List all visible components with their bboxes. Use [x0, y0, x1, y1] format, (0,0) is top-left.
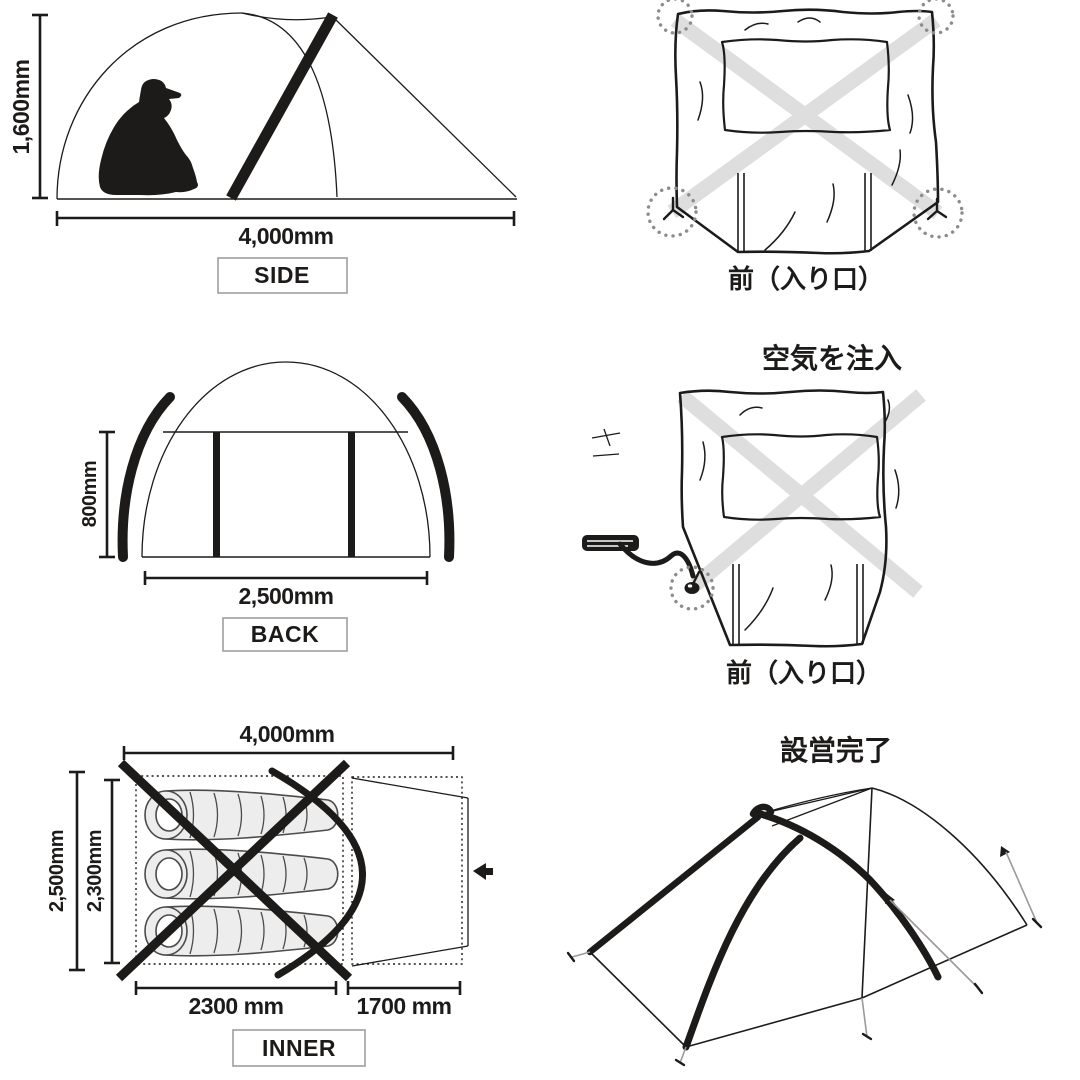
- fabric-wrinkles: [697, 17, 914, 251]
- inflate-title: 空気を注入: [762, 342, 902, 374]
- stake-point-circles: [646, 0, 964, 239]
- back-caption-box: BACK: [222, 617, 348, 652]
- air-pump-icon: [582, 427, 696, 579]
- back-width-label: 2,500mm: [239, 583, 334, 609]
- inflate-step-panel: 空気を注入: [582, 342, 926, 688]
- side-height-dimension: 1,600mm: [8, 13, 48, 200]
- valve-icon: [669, 565, 715, 611]
- back-tent-drawing: [117, 361, 455, 562]
- back-caption: BACK: [251, 621, 319, 647]
- cross-no-mark: [115, 759, 353, 982]
- side-height-label: 1,600mm: [8, 59, 34, 154]
- person-silhouette: [98, 79, 198, 196]
- front-hoop-tube: [753, 809, 942, 981]
- back-height-label: 800mm: [79, 461, 101, 527]
- fabric-wrinkles: [699, 399, 900, 631]
- back-height-dimension: 800mm: [79, 430, 115, 559]
- complete-step-panel: 設営完了: [566, 734, 1043, 1067]
- air-tube-left: [117, 392, 175, 562]
- tent-groundsheet-outline: [678, 389, 888, 648]
- back-width-dimension: 2,500mm: [143, 571, 429, 609]
- inner-outer-depth-label: 2,500mm: [46, 830, 68, 912]
- inner-total-width-dimension: 4,000mm: [122, 721, 455, 760]
- inner-width-label: 2300 mm: [189, 993, 284, 1019]
- inner-caption: INNER: [262, 1035, 336, 1061]
- door-posts: [732, 564, 864, 644]
- back-view-panel: 800mm 2,500mm BACK: [79, 361, 455, 652]
- side-view-panel: 1,600mm 4,000mm SIDE: [8, 12, 517, 294]
- door-posts: [737, 173, 872, 251]
- side-width-dimension: 4,000mm: [55, 211, 516, 249]
- cross-no-mark: [677, 389, 926, 598]
- side-tent-drawing: [56, 12, 517, 201]
- air-tube-right: [397, 392, 455, 562]
- inner-width-dimension: 2300 mm: [134, 981, 338, 1019]
- wall-strap-right: [348, 432, 355, 557]
- inner-inner-depth-dimension: 2,300mm: [84, 778, 120, 965]
- door-panel-outline: [720, 433, 882, 521]
- front-pole: [586, 813, 762, 956]
- inner-outer-depth-dimension: 2,500mm: [46, 770, 85, 972]
- inner-view-panel: 4,000mm 2,500mm 2,300mm: [46, 721, 493, 1067]
- wall-strap-left: [213, 432, 220, 557]
- assembled-tent-drawing: [566, 787, 1043, 1067]
- inner-inner-depth-label: 2,300mm: [84, 830, 106, 912]
- entrance-arrow-icon: [473, 863, 493, 880]
- side-caption-box: SIDE: [217, 257, 348, 294]
- inner-floorplan: [115, 759, 493, 982]
- complete-title: 設営完了: [780, 734, 892, 766]
- side-caption: SIDE: [254, 262, 310, 288]
- inflate-caption: 前（入り口）: [726, 658, 882, 688]
- side-width-label: 4,000mm: [239, 223, 334, 249]
- vestibule-depth-dimension: 1700 mm: [346, 981, 462, 1019]
- guy-lines: [566, 851, 1043, 1067]
- vestibule-area: [351, 776, 469, 967]
- pump-hose: [617, 541, 696, 579]
- ridge-tube: [682, 834, 804, 1051]
- inner-caption-box: INNER: [232, 1029, 366, 1067]
- door-panel-outline: [720, 38, 892, 134]
- vestibule-depth-label: 1700 mm: [357, 993, 452, 1019]
- tent-pole: [226, 12, 338, 201]
- tent-groundsheet-outline: [674, 8, 940, 255]
- front-entrance-panel: 前（入り口）: [646, 0, 964, 294]
- inner-total-width-label: 4,000mm: [240, 721, 335, 747]
- front-caption: 前（入り口）: [728, 264, 884, 294]
